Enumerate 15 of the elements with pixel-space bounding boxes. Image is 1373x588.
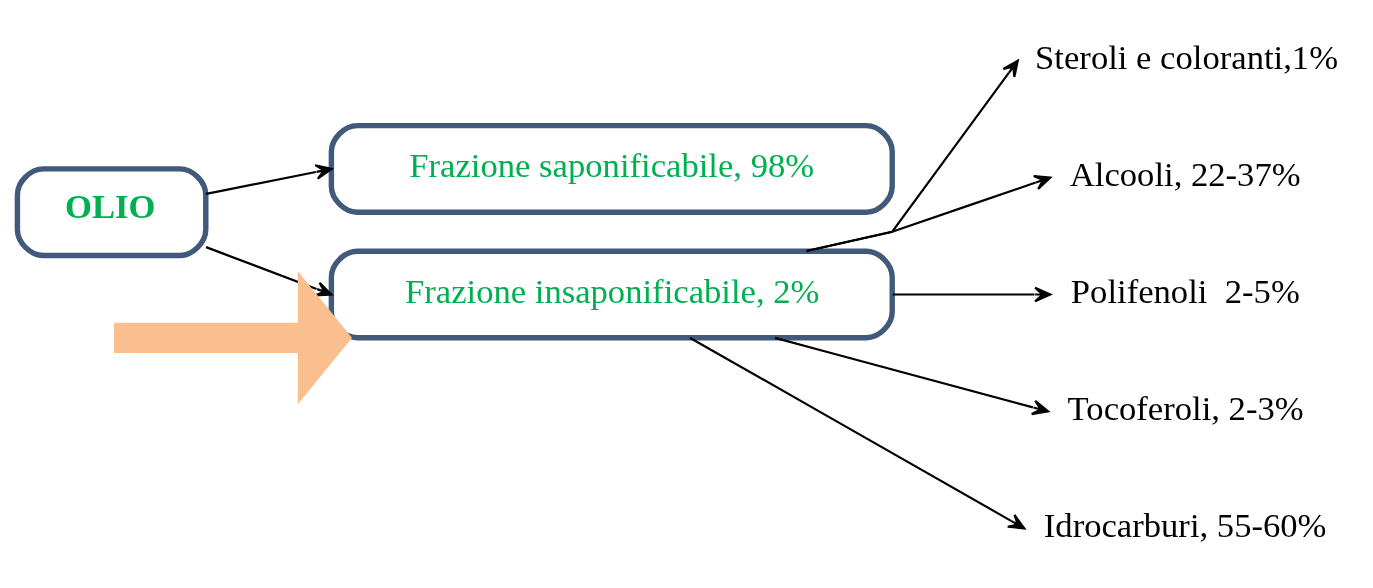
node-text: Polifenoli 2-5%: [1070, 271, 1300, 310]
arrow: [689, 336, 1026, 529]
node-text: Idrocarburi, 55-60%: [1043, 505, 1327, 544]
node-box: Frazione saponificabile, 98%: [328, 122, 895, 215]
arrow: [205, 245, 333, 297]
arrow: [205, 163, 333, 195]
node-text: Alcooli, 22-37%: [1069, 154, 1301, 193]
arrow: [774, 336, 1050, 415]
node-box: Frazione insaponificabile, 2%: [328, 248, 895, 340]
node-text: Tocoferoli, 2-3%: [1067, 388, 1304, 427]
arrow: [892, 286, 1052, 302]
arrow: [113, 270, 353, 404]
node-text: Steroli e coloranti,1%: [1035, 37, 1339, 76]
arrow: [806, 174, 1052, 252]
node-box: OLIO: [14, 165, 209, 258]
